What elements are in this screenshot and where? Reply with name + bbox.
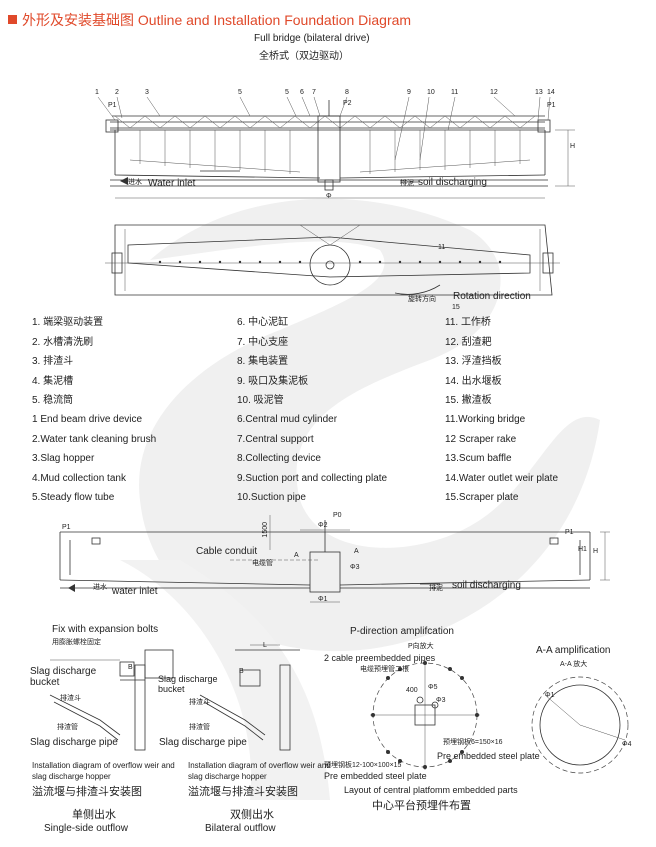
slag-pipe-cn-1: 排渣管 (57, 724, 78, 731)
found-phi3: Φ3 (350, 564, 360, 571)
rotation-en-label: Rotation direction (453, 291, 531, 302)
slag-pipe-cn-2: 排渣管 (189, 724, 210, 731)
p2-label: P2 (343, 100, 352, 107)
p-dir-title-en: P-direction amplifcation (350, 626, 454, 637)
fix-bolts-cn: 用膨胀螺栓固定 (52, 639, 101, 646)
part-number-13: 13 (535, 89, 543, 96)
plate1-cn: 预埋钢板6=150×16 (443, 739, 503, 746)
inlet-en-label: Water inlet (148, 178, 196, 189)
part-number-14: 14 (547, 89, 555, 96)
rotation-cn-label: 旋转方向 (408, 296, 436, 303)
found-p0: P0 (333, 512, 342, 519)
p-dir-phi3: Φ3 (436, 697, 446, 704)
single-side-cn: 单侧出水 (72, 809, 116, 821)
part-number-9: 9 (407, 89, 411, 96)
p1-right-label: P1 (547, 102, 556, 109)
found-p1-right: P1 (565, 529, 574, 536)
plan-number-11: 11 (438, 244, 446, 251)
part-number-11: 11 (451, 89, 459, 96)
slag-bucket-cn-1: 排渣斗 (60, 695, 81, 702)
pipes-en: 2 cable preembedded pipes (324, 653, 436, 663)
cable-conduit-cn: 电缆管 (252, 560, 273, 567)
part-number-3: 3 (145, 89, 149, 96)
inlet-cn-label: 进水 (128, 179, 142, 186)
found-inlet-en: water inlet (112, 586, 158, 597)
discharge-cn-label: 排泥 (400, 180, 414, 187)
layout-cn: 中心平台预埋件布置 (372, 800, 471, 812)
found-a-left: A (294, 552, 299, 559)
caption-cn-2: 溢流堰与排渣斗安装图 (188, 786, 298, 798)
a-a-phi4: Φ4 (622, 741, 632, 748)
found-phi1: Φ1 (318, 596, 328, 603)
slag-pipe-en-2: Slag discharge pipe (159, 737, 247, 748)
slag-bucket-en-2: Slag discharge bucket (158, 674, 218, 694)
single-side-en: Single-side outflow (44, 823, 128, 834)
p-dir-phi5: Φ5 (428, 684, 438, 691)
slag-bucket-en-1: Slag discharge bucket (30, 666, 97, 688)
bilateral-en: Bilateral outflow (205, 823, 276, 834)
found-h1: H1 (578, 546, 587, 553)
part-number-8: 8 (345, 89, 349, 96)
caption-en-2: Installation diagram of overflow weir an… (188, 761, 331, 781)
plate1-en: Pre embedded steel plate (437, 751, 540, 761)
height-label: H (570, 143, 576, 150)
dim-b-2: B (239, 668, 244, 675)
part-number-1: 1 (95, 89, 99, 96)
p-direction-drawing (370, 660, 480, 770)
bilateral-cn: 双侧出水 (230, 809, 274, 821)
slag-pipe-en-1: Slag discharge pipe (30, 737, 118, 748)
plate2-en: Pre embedded steel plate (324, 771, 427, 781)
part-number-7: 7 (312, 89, 316, 96)
a-a-section-drawing (531, 676, 629, 774)
found-h: H (593, 548, 599, 555)
a-a-title-en: A-A amplification (536, 645, 611, 656)
part-number-6: 6 (300, 89, 304, 96)
part-number-5a: 5 (238, 89, 242, 96)
found-phi2: Φ2 (318, 522, 328, 529)
part-number-5b: 5 (285, 89, 289, 96)
found-discharge-en: soil discharging (452, 580, 521, 591)
part-number-12: 12 (490, 89, 498, 96)
found-a-right: A (354, 548, 359, 555)
page-title: 外形及安装基础图 Outline and Installation Founda… (8, 10, 411, 30)
section-side-drawing (97, 96, 575, 199)
found-discharge-cn: 排泥 (429, 585, 443, 592)
a-a-title-cn: A-A 放大 (560, 661, 588, 668)
p1-left-label: P1 (108, 102, 117, 109)
found-inlet-cn: 进水 (93, 584, 107, 591)
caption-en-1: Installation diagram of overflow weir an… (32, 761, 175, 781)
bilateral-detail-drawing (199, 644, 300, 751)
dim-l-2: L (263, 642, 267, 649)
dim-400: 400 (406, 687, 418, 694)
subtitle-cn: 全桥式（双边驱动） (259, 51, 349, 62)
plan-number-15: 15 (452, 304, 460, 311)
slag-bucket-cn-2: 排渣斗 (189, 699, 210, 706)
plan-view-drawing (105, 224, 560, 296)
discharge-en-label: soil discharging (418, 177, 487, 188)
fix-bolts-en: Fix with expansion bolts (52, 624, 159, 635)
part-number-10: 10 (427, 89, 435, 96)
subtitle-en: Full bridge (bilateral drive) (254, 33, 370, 44)
a-a-phi1: Φ1 (545, 692, 555, 699)
found-p1-left: P1 (62, 524, 71, 531)
layout-en: Layout of central platfomm embedded part… (344, 785, 518, 795)
single-side-detail-drawing (49, 649, 174, 751)
pipes-cn: 电缆预埋管二根 (360, 666, 409, 673)
p-dir-title-cn: P向放大 (408, 643, 434, 650)
part-number-2: 2 (115, 89, 119, 96)
foundation-section-drawing (59, 515, 610, 603)
dim-b-1: B (128, 664, 133, 671)
caption-cn-1: 溢流堰与排渣斗安装图 (32, 786, 142, 798)
found-dim-1500: 1500 (262, 522, 269, 538)
diameter-label: Φ (326, 193, 332, 200)
cable-conduit-en: Cable conduit (196, 546, 258, 557)
plate2-cn: 预埋钢板12-100×100×15 (324, 762, 402, 769)
